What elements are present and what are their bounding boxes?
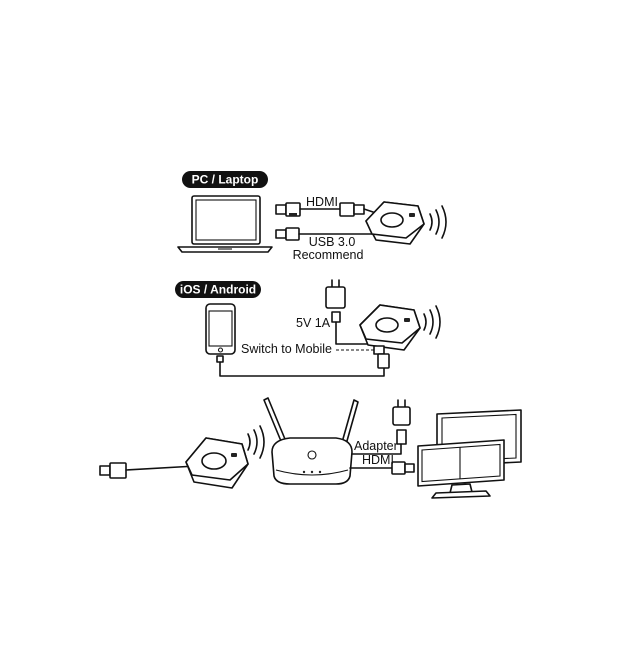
monitor-icon	[417, 409, 522, 499]
transmitter-button-icon	[359, 304, 421, 369]
hdmi-plug-icon	[391, 461, 415, 475]
hdmi-cable-pc	[275, 202, 377, 217]
pc-usb-label-line2: Recommend	[293, 248, 364, 262]
usb-plug-icon	[99, 462, 127, 479]
ios-android-tag-label: iOS / Android	[180, 283, 256, 297]
power-adapter-icon	[351, 399, 411, 455]
ios-android-tag: iOS / Android	[175, 281, 261, 298]
pc-hdmi-label: HDMI	[306, 195, 338, 209]
phone-cable	[216, 355, 385, 377]
usb-plug-icon	[275, 227, 300, 241]
wifi-signal-icon	[429, 205, 447, 239]
pc-usb-label-line1: USB 3.0	[309, 235, 356, 249]
pc-laptop-tag: PC / Laptop	[182, 171, 268, 188]
phone-icon	[205, 303, 236, 355]
receiver-hdmi-label: HDMI	[362, 453, 394, 467]
wifi-signal-icon	[423, 305, 441, 339]
usb-cable-receiver-side	[99, 462, 197, 479]
transmitter-button-icon	[365, 201, 425, 245]
receiver-box-icon	[271, 437, 353, 485]
laptop-icon	[177, 195, 273, 253]
receiver-adapter-label: Adapter	[354, 439, 398, 453]
hdmi-cable-receiver	[349, 461, 415, 475]
hdmi-plug-icon	[275, 202, 301, 217]
transmitter-button-icon	[185, 437, 249, 489]
power-adapter-icon	[325, 279, 373, 345]
pc-laptop-tag-label: PC / Laptop	[192, 173, 259, 187]
hdmi-plug-icon	[339, 202, 365, 217]
wifi-signal-icon	[247, 425, 265, 459]
switch-to-mobile-label: Switch to Mobile	[241, 342, 332, 356]
mobile-power-label: 5V 1A	[296, 316, 331, 330]
